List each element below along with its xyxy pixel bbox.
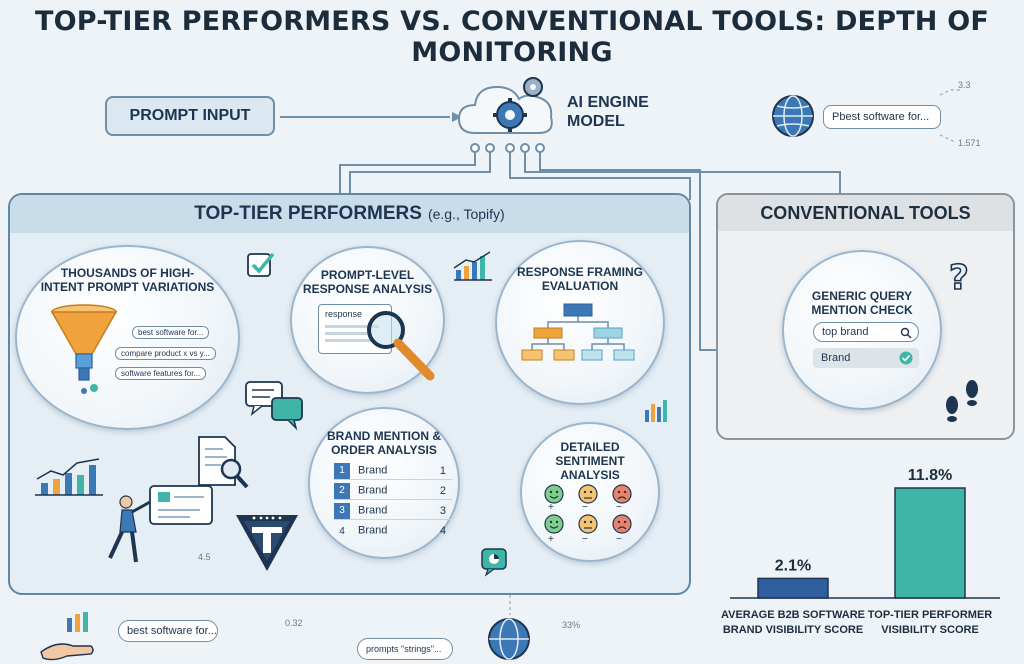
topify-logo: [236, 515, 298, 571]
sentiment-faces-icon: [544, 484, 632, 534]
generic-check-line2: MENTION CHECK: [811, 303, 913, 317]
svg-text:?: ?: [949, 258, 969, 296]
top-tier-panel-header: TOP-TIER PERFORMERS (e.g., Topify): [10, 195, 689, 233]
generic-check-line1: GENERIC QUERY: [811, 289, 913, 303]
generic-check-label: GENERIC QUERY MENTION CHECK: [790, 289, 934, 317]
chart-category-label: AVERAGE B2B SOFTWARE: [721, 609, 865, 621]
brand-row-rank: 2: [439, 484, 446, 497]
brand-mention-line2: ORDER ANALYSIS: [331, 443, 437, 457]
mini-bar-icon: [645, 400, 667, 422]
globe-icon: [772, 95, 814, 137]
growth-chart-icon: [453, 251, 492, 281]
chart-category-label: TOP-TIER PERFORMER: [868, 609, 993, 621]
sentiment-label: DETAILED SENTIMENT ANALYSIS: [525, 440, 655, 482]
brand-mention-circle: [308, 407, 460, 559]
search-icon: [900, 327, 912, 339]
visibility-bar-chart: 2.1% AVERAGE B2B SOFTWARE BRAND VISIBILITY…: [721, 467, 1000, 636]
framing-line1: RESPONSE FRAMING: [516, 265, 643, 279]
brand-row-name: Brand: [358, 524, 388, 537]
brand-row-num: 2: [334, 482, 350, 499]
hierarchy-icon: [521, 303, 635, 361]
chat-pie-icon: [481, 548, 507, 577]
chart-data-label: 11.8%: [908, 467, 952, 484]
generic-result-row: Brand: [813, 348, 919, 368]
sentiment-line2: SENTIMENT: [555, 454, 625, 468]
analytics-chart-icon: [35, 458, 103, 496]
footer-number-2: 33%: [562, 620, 581, 630]
top-tier-title: TOP-TIER PERFORMERS: [194, 203, 422, 224]
prompt-tag-3: software features for...: [115, 367, 207, 380]
generic-search-value: top brand: [822, 326, 869, 338]
brand-row: 1 Brand 1: [334, 462, 452, 480]
framing-line2: EVALUATION: [541, 279, 619, 293]
brand-row-rank: 1: [439, 464, 446, 477]
globe-num-bottom: 1.571: [958, 138, 981, 148]
magnifier-icon: [367, 311, 435, 381]
prompt-variations-label: THOUSANDS OF HIGH- INTENT PROMPT VARIATI…: [25, 266, 230, 294]
brand-row: 3 Brand 3: [334, 502, 452, 520]
ai-engine-line1: AI ENGINE: [567, 94, 649, 111]
chart-bar: [757, 577, 829, 599]
brand-row-num: 4: [339, 525, 345, 537]
brand-row-rank: 4: [439, 525, 446, 537]
hand-chart-icon: [40, 612, 94, 661]
response-analysis-line2: RESPONSE ANALYSIS: [302, 282, 433, 296]
document-search-icon: [198, 436, 249, 489]
brand-row-name: Brand: [358, 484, 388, 496]
chart-category-label: BRAND VISIBILITY SCORE: [723, 624, 863, 636]
brand-mention-label: BRAND MENTION & ORDER ANALYSIS: [312, 429, 456, 457]
response-doc-text: response: [325, 309, 363, 319]
globe-search-field: Pbest software for...: [823, 105, 941, 129]
generic-search-field: top brand: [813, 322, 919, 342]
brand-row-num: 1: [334, 462, 350, 479]
brand-row: 4 Brand 4: [334, 522, 452, 540]
footer-globe-icon: [488, 618, 530, 660]
footer-search-field-1: best software for...: [118, 620, 218, 642]
brand-row-name: Brand: [358, 504, 388, 516]
brand-row-name: Brand: [358, 464, 388, 476]
brand-row-num: 3: [334, 502, 350, 519]
framing-label: RESPONSE FRAMING EVALUATION: [500, 265, 660, 293]
footprints-icon: [946, 380, 978, 422]
sentiment-line3: ANALYSIS: [560, 468, 620, 482]
sentiment-sign: −: [582, 534, 588, 545]
chat-bubbles-icon: [245, 381, 303, 431]
prompt-variations-line1: THOUSANDS OF HIGH-: [60, 266, 195, 280]
checkbox-icon: [247, 252, 275, 277]
ai-engine-label: AI ENGINE MODEL: [567, 93, 649, 131]
generic-result-brand: Brand: [821, 352, 851, 364]
brand-row: 2 Brand 2: [334, 482, 452, 500]
cloud-gear-icon: [457, 77, 553, 134]
page-title: TOP-TIER PERFORMERS VS. CONVENTIONAL TOO…: [34, 6, 989, 68]
globe-num-top: 3.3: [958, 80, 971, 90]
prompt-tag-1: best software for...: [132, 326, 210, 339]
response-analysis-label: PROMPT-LEVEL RESPONSE ANALYSIS: [295, 268, 440, 296]
chart-bar: [894, 487, 966, 599]
prompt-tag-2: compare product x vs y...: [115, 347, 216, 360]
misc-number: 4.5: [198, 552, 211, 562]
sentiment-sign: −: [616, 502, 622, 513]
sentiment-sign: −: [616, 534, 622, 545]
ai-engine-line2: MODEL: [567, 113, 625, 130]
chart-data-label: 2.1%: [775, 557, 811, 574]
footer-number-1: 0.32: [285, 618, 303, 628]
prompt-input-box: PROMPT INPUT: [105, 96, 275, 136]
funnel-icon: [50, 304, 118, 394]
brand-mention-line1: BRAND MENTION &: [327, 429, 441, 443]
conventional-header: CONVENTIONAL TOOLS: [718, 195, 1013, 231]
sentiment-sign: +: [548, 502, 554, 513]
person-pointing-icon: [108, 485, 213, 563]
check-circle-icon: [899, 351, 913, 365]
sentiment-sign: +: [548, 534, 554, 545]
chart-category-label: VISIBILITY SCORE: [881, 624, 979, 636]
question-mark-icon: ?: [948, 257, 969, 296]
sentiment-sign: −: [582, 502, 588, 513]
response-analysis-line1: PROMPT-LEVEL: [320, 268, 415, 282]
footer-search-field-2: prompts "strings"...: [357, 638, 453, 660]
brand-row-rank: 3: [439, 504, 446, 517]
prompt-variations-line2: INTENT PROMPT VARIATIONS: [40, 280, 215, 294]
top-tier-example: (e.g., Topify): [427, 206, 505, 222]
sentiment-line1: DETAILED: [560, 440, 620, 454]
